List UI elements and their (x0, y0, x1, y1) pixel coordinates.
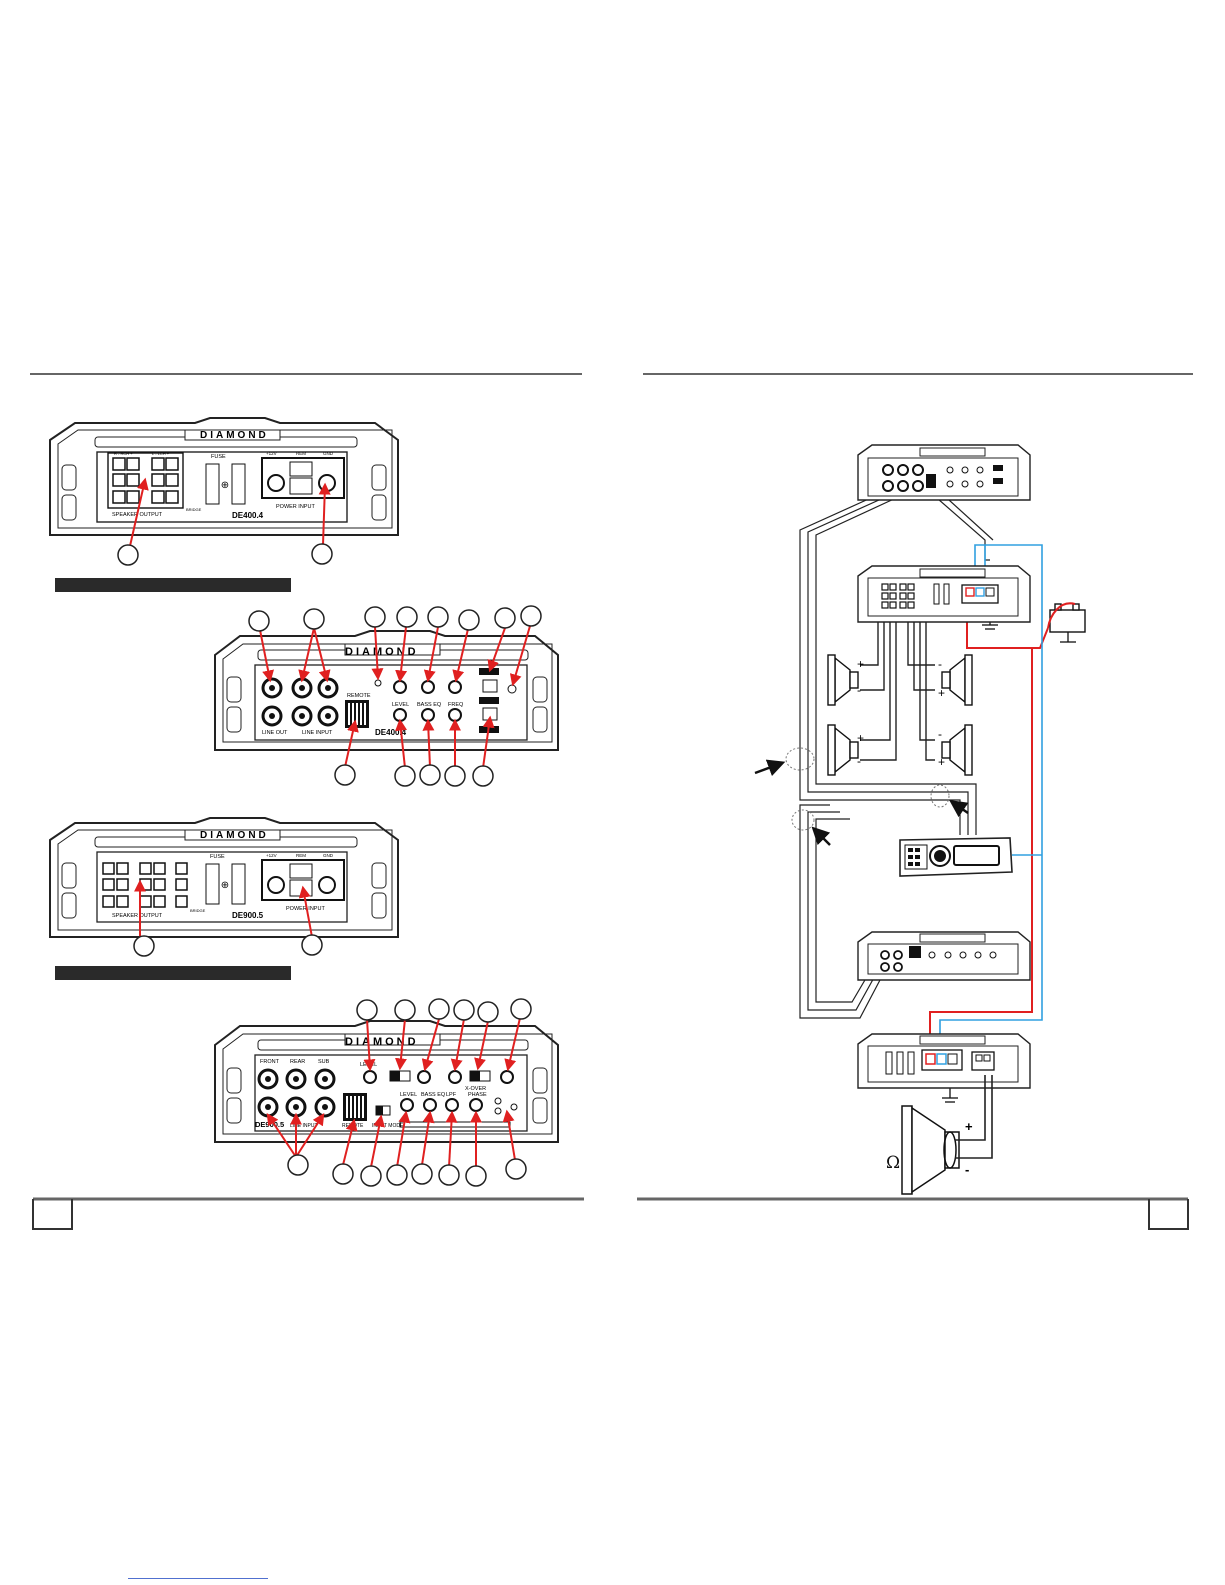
amp3-gnd-label: GND (323, 853, 334, 858)
power-wire (929, 595, 1049, 1050)
amp4-line-input-label: LINE INPUT (290, 1123, 318, 1129)
wiring-amp-top (857, 444, 1031, 501)
amp-de400-4-power-side: ⊕ (49, 417, 399, 536)
amp3-callouts (133, 879, 323, 957)
rear-left-plus: + (857, 731, 864, 745)
amp3-bridge-label: BRIDGE (190, 908, 206, 913)
amp2-callout-circles (248, 605, 542, 787)
svg-text:⊕: ⊕ (221, 480, 229, 491)
amp1-fuse-label: FUSE (211, 454, 226, 460)
wiring-amp-5ch-control (857, 931, 1031, 981)
amp4-phase-label: PHASE (468, 1092, 487, 1098)
amp3-rem-label: REM (296, 853, 306, 858)
amp1-bridge-label: BRIDGE (186, 507, 202, 512)
amp4-callouts (266, 1017, 521, 1168)
amp4-level-label: LEVEL (360, 1062, 377, 1068)
amp-de900-5-power-side: ⊕ (49, 817, 399, 938)
amp1-callouts (117, 477, 333, 566)
amp2-model-label: DE400.4 (375, 728, 407, 737)
amp4-rear-label: REAR (290, 1059, 305, 1065)
cable-highlight-markers (754, 747, 969, 846)
left-page-number-box (32, 1199, 73, 1230)
amp4-brand: DIAMOND (345, 1036, 419, 1048)
sub-minus-label: - (965, 1162, 969, 1177)
amp3-brand: DIAMOND (200, 830, 269, 841)
front-right-plus: + (938, 686, 945, 700)
amp1-power-input-label: POWER INPUT (276, 504, 315, 510)
footer-link-underline (128, 1578, 268, 1579)
amp3-power-input-label: POWER INPUT (286, 906, 325, 912)
impedance-symbol: Ω (886, 1153, 901, 1173)
amp4-bass-eq-label: BASS EQ (421, 1092, 446, 1098)
amp2-callouts (259, 625, 531, 769)
amp4-level2-label: LEVEL (400, 1092, 417, 1098)
amp2-freq-label: FREQ (448, 702, 464, 708)
subwoofer-icon (901, 1075, 993, 1195)
amp4-lpf-label: LPF (446, 1092, 457, 1098)
amp1-lch-label: L - LCH + (152, 451, 170, 456)
amp1-rem-label: REM (296, 451, 306, 456)
amp4-callout-circles (287, 998, 532, 1187)
amp4-x-over-label: X-OVER (465, 1086, 486, 1092)
section-header-bar-de900 (55, 966, 291, 980)
amp2-remote-label: REMOTE (347, 693, 371, 699)
front-left-plus: + (857, 657, 864, 671)
rear-right-minus: - (938, 727, 942, 741)
wiring-amp-mono-power (857, 1033, 1031, 1089)
rear-left-minus: - (857, 754, 861, 768)
amp2-brand: DIAMOND (345, 646, 419, 658)
amp1-brand: DIAMOND (200, 430, 269, 441)
amp1-plus12v-label: +12V (266, 451, 277, 456)
amp2-line-out-label: LINE OUT (262, 730, 288, 736)
head-unit (899, 837, 1013, 877)
amp4-model-label: DE900.5 (255, 1120, 284, 1129)
amp4-input-mode-label: INPUT MODE (372, 1123, 404, 1129)
battery-icon (1047, 602, 1086, 633)
right-page-number-box (1148, 1199, 1189, 1230)
amp3-fuse-label: FUSE (210, 854, 225, 860)
amp4-front-label: FRONT (260, 1059, 280, 1065)
amp1-gnd-label: GND (323, 451, 334, 456)
sub-plus-label: + (965, 1119, 973, 1134)
amp2-level-label: LEVEL (392, 702, 409, 708)
svg-text:⊕: ⊕ (221, 880, 229, 891)
amp3-model-label: DE900.5 (232, 911, 264, 920)
front-right-minus: - (938, 657, 942, 671)
section-header-bar-de400 (55, 578, 291, 592)
amp2-line-input-label: LINE INPUT (302, 730, 333, 736)
wiring-amp-4ch (857, 565, 1031, 623)
amp4-sub-label: SUB (318, 1059, 330, 1065)
speaker-wires (860, 605, 935, 761)
amp3-speaker-output-label: SPEAKER OUTPUT (112, 913, 163, 919)
wiring-speakers (827, 654, 973, 776)
amp3-plus12v-label: +12V (266, 853, 277, 858)
front-left-minus: - (857, 683, 861, 697)
amp2-bass-eq-label: BASS EQ (417, 702, 442, 708)
rear-right-plus: + (938, 755, 945, 769)
amp1-rch-label: R - RCH + (114, 451, 133, 456)
amp1-model-label: DE400.4 (232, 511, 264, 520)
